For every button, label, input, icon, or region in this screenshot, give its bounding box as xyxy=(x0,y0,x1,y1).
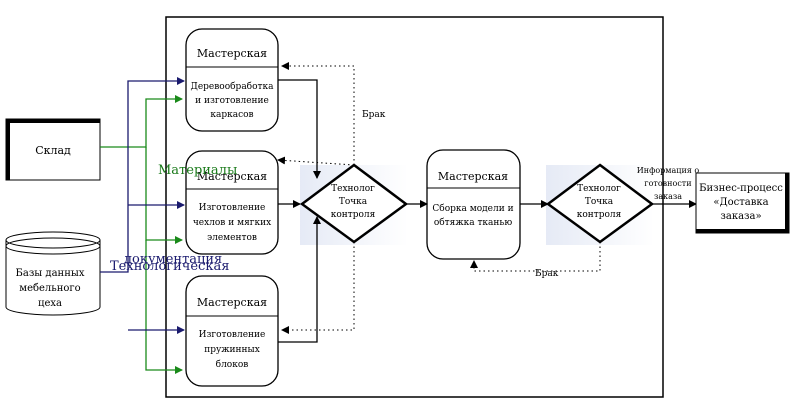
workshop-woodwork-line-1: Деревообработка xyxy=(191,81,275,92)
workshop-springs-line-3: блоков xyxy=(216,359,249,370)
workshop-woodwork-line-2: и изготовление xyxy=(195,96,269,106)
main-frame xyxy=(165,16,664,398)
workshop-covers-line-1: Изготовление xyxy=(199,203,266,213)
checkpoint-2-line-3: контроля xyxy=(577,210,622,220)
docs-label-line-2: Технологическая xyxy=(110,259,229,274)
business-process-node: Бизнес-процесс «Доставка заказа» xyxy=(695,172,790,234)
flow-arrows-to-checkpoint-1 xyxy=(278,79,321,343)
checkpoint-1-line-3: контроля xyxy=(331,210,376,220)
database-label-1: Базы данных xyxy=(16,268,85,279)
database-node: Базы данных мебельного цеха xyxy=(5,231,101,316)
workshop-springs-line-2: пружинных xyxy=(204,345,260,355)
workshop-assembly-line-2: обтяжка тканью xyxy=(434,217,512,228)
defect-return-2 xyxy=(470,242,601,272)
checkpoint-1-line-2: Точка xyxy=(339,197,368,207)
readiness-line-1: Информация о xyxy=(637,166,700,175)
checkpoint-2-line-2: Точка xyxy=(585,197,614,207)
workshop-assembly-line-1: Сборка модели и xyxy=(432,203,513,214)
defect-bottom-label: Брак xyxy=(535,269,559,279)
materials-connectors xyxy=(100,95,183,374)
docs-label-line-1: документация xyxy=(124,252,222,267)
business-line-2: «Доставка xyxy=(713,197,768,208)
workshop-woodwork: Мастерская Деревообработка и изготовлени… xyxy=(185,28,279,132)
workshop-woodwork-title: Мастерская xyxy=(197,47,267,60)
checkpoint-2-line-1: Технолог xyxy=(577,184,621,194)
business-line-1: Бизнес-процесс xyxy=(699,183,783,194)
workshop-springs: Мастерская Изготовление пружинных блоков xyxy=(185,275,279,387)
business-line-3: заказа» xyxy=(720,211,761,222)
workshop-assembly-title: Мастерская xyxy=(438,170,508,183)
readiness-line-3: заказа xyxy=(654,192,682,201)
warehouse-label: Склад xyxy=(35,144,71,157)
workshop-springs-title: Мастерская xyxy=(197,296,267,309)
workshop-assembly: Мастерская Сборка модели и обтяжка ткань… xyxy=(426,149,521,260)
database-label-2: мебельного xyxy=(19,283,80,294)
workshop-covers-line-3: элементов xyxy=(207,233,257,243)
workshop-covers-title: Мастерская xyxy=(197,170,267,183)
warehouse-node: Склад xyxy=(5,118,101,181)
workshop-covers: Мастерская Изготовление чехлов и мягких … xyxy=(185,150,279,255)
workshop-springs-line-1: Изготовление xyxy=(199,330,266,340)
workshop-covers-line-2: чехлов и мягких xyxy=(193,218,271,228)
materials-label: Материалы xyxy=(158,163,237,178)
checkpoint-1-line-1: Технолог xyxy=(331,184,375,194)
workshop-woodwork-line-3: каркасов xyxy=(210,110,253,120)
database-label-3: цеха xyxy=(38,298,62,309)
docs-connectors xyxy=(100,77,185,334)
defect-returns-1 xyxy=(277,62,355,334)
defect-top-label: Брак xyxy=(362,110,386,120)
readiness-line-2: готовности xyxy=(644,179,691,188)
